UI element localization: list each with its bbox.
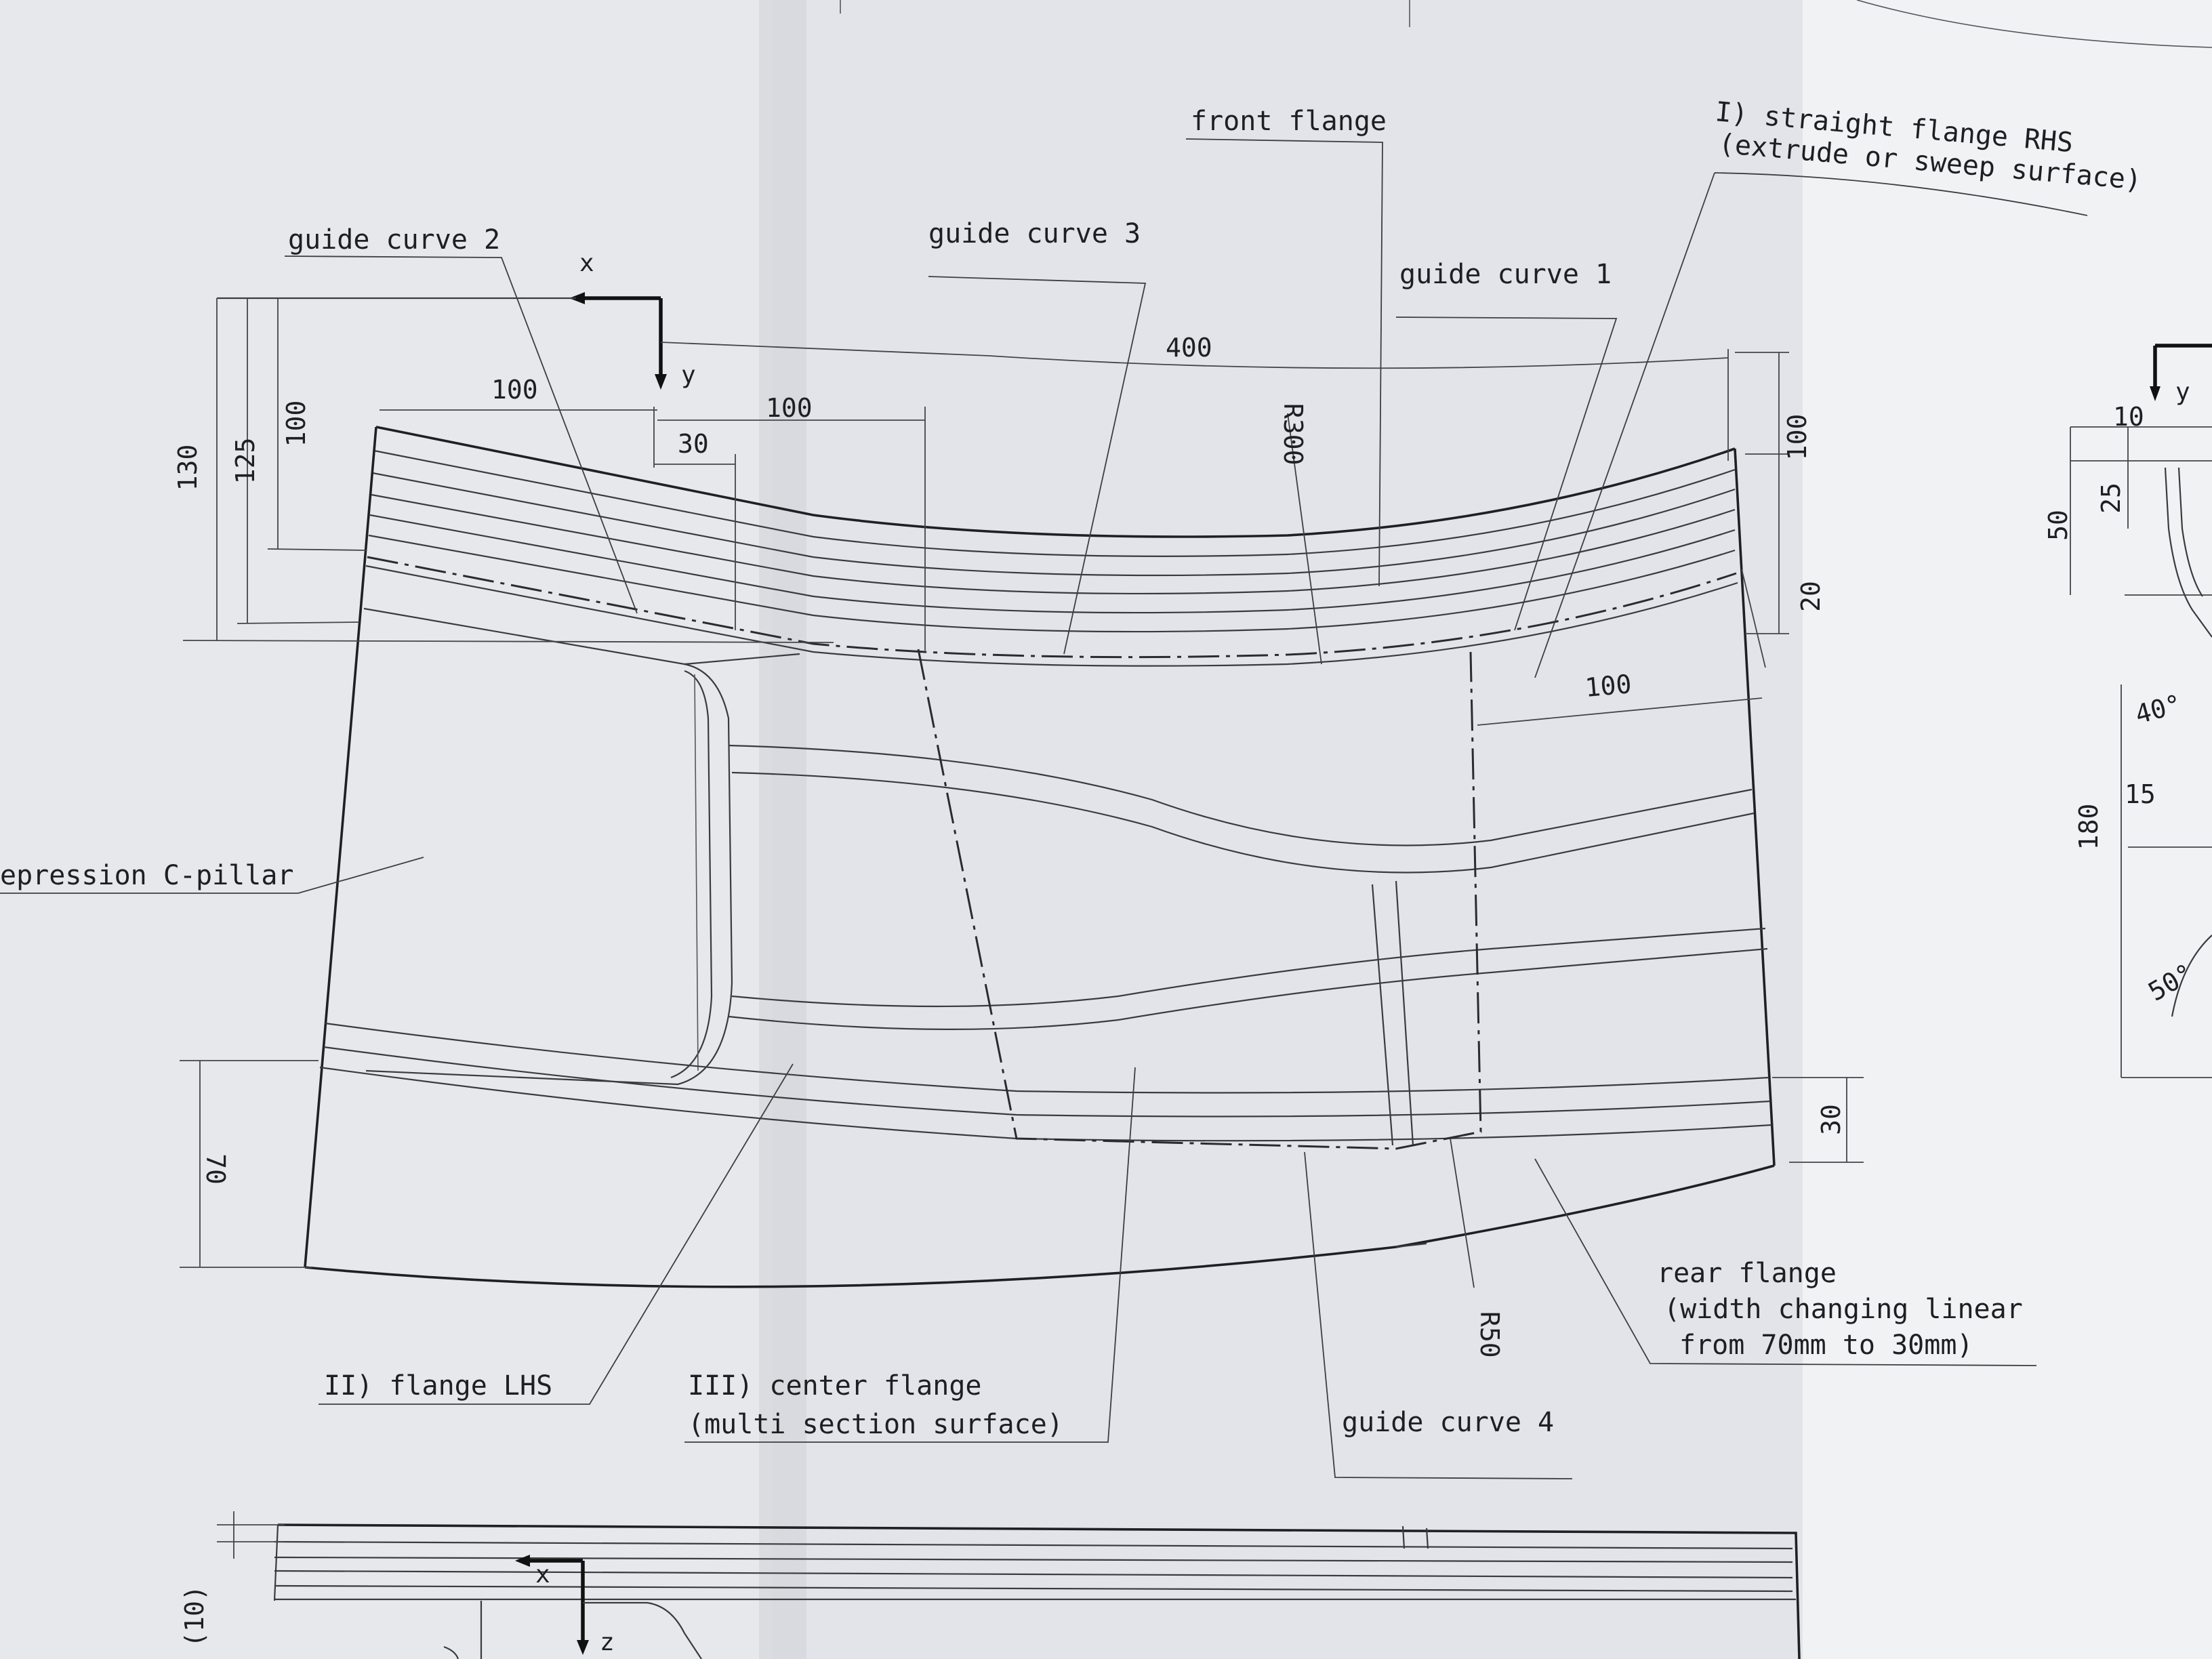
label-depression-c-pillar: epression C-pillar bbox=[0, 860, 293, 891]
side-section-view: y 10 25 50 40° 15 180 50° bbox=[2043, 344, 2212, 1078]
part-left-edge bbox=[304, 426, 377, 1268]
label-rear-flange-line1: rear flange bbox=[1657, 1258, 1837, 1289]
part-bottom-edge bbox=[304, 1164, 1775, 1288]
label-center-flange-line2: (multi section surface) bbox=[688, 1409, 1063, 1440]
side-dim-10: 10 bbox=[2113, 402, 2144, 432]
bottom-axis-z: z bbox=[600, 1629, 615, 1656]
guide-curve-4-line bbox=[917, 649, 1482, 1150]
main-axes: x y bbox=[217, 249, 696, 390]
label-center-flange-line1: III) center flange bbox=[688, 1370, 981, 1401]
label-rear-flange-line3: from 70mm to 30mm) bbox=[1679, 1330, 1973, 1361]
labels: front flange I) straight flange RHS (ext… bbox=[0, 96, 2143, 1479]
dim-100-top-left: 100 bbox=[491, 375, 538, 405]
dim-130: 130 bbox=[173, 445, 203, 491]
label-guide-curve-3: guide curve 3 bbox=[928, 218, 1141, 249]
part-right-edge bbox=[1734, 448, 1776, 1166]
label-guide-curve-2: guide curve 2 bbox=[288, 224, 500, 255]
radius-50: R50 bbox=[1475, 1311, 1504, 1358]
top-frame-remnant bbox=[840, 0, 2212, 48]
dim-400: 400 bbox=[1166, 333, 1212, 363]
bottom-dim-10: (10) bbox=[180, 1585, 209, 1647]
dim-100-lower: 100 bbox=[1584, 669, 1633, 703]
dim-125: 125 bbox=[230, 438, 260, 485]
dim-30: 30 bbox=[678, 429, 709, 459]
dim-100-right: 100 bbox=[1782, 414, 1812, 461]
bottom-axis-x: x bbox=[535, 1561, 550, 1589]
c-pillar-pocket bbox=[365, 663, 733, 1086]
dim-30-right: 30 bbox=[1816, 1104, 1846, 1135]
side-axis-y: y bbox=[2175, 378, 2190, 406]
label-front-flange: front flange bbox=[1191, 106, 1387, 137]
side-dim-15: 15 bbox=[2125, 779, 2156, 809]
paper-panel-right bbox=[1803, 0, 2212, 1659]
label-guide-curve-1: guide curve 1 bbox=[1399, 259, 1612, 290]
label-flange-lhs: II) flange LHS bbox=[324, 1370, 552, 1401]
paper-panel-left bbox=[0, 0, 773, 1659]
dim-100-top-mid: 100 bbox=[766, 393, 813, 423]
fold-crease bbox=[759, 0, 806, 1659]
side-dim-50: 50 bbox=[2043, 510, 2073, 541]
radius-300: R300 bbox=[1278, 403, 1308, 466]
dimensions: 130 125 100 100 100 30 400 R300 100 20 1… bbox=[173, 298, 1864, 1358]
dim-20: 20 bbox=[1796, 581, 1826, 612]
side-dim-25: 25 bbox=[2096, 483, 2126, 514]
side-dim-180: 180 bbox=[2074, 804, 2104, 851]
label-rear-flange-line2: (width changing linear bbox=[1664, 1294, 2023, 1325]
bottom-view: (10) x z bbox=[180, 1511, 1801, 1659]
part-top-edge bbox=[375, 426, 1736, 538]
label-guide-curve-4: guide curve 4 bbox=[1342, 1407, 1554, 1438]
dim-70: 70 bbox=[201, 1153, 230, 1185]
axis-x-label: x bbox=[579, 249, 594, 277]
dim-100-left: 100 bbox=[281, 401, 311, 447]
guide-curve-1-line bbox=[367, 556, 1737, 659]
axis-y-label: y bbox=[681, 361, 696, 389]
